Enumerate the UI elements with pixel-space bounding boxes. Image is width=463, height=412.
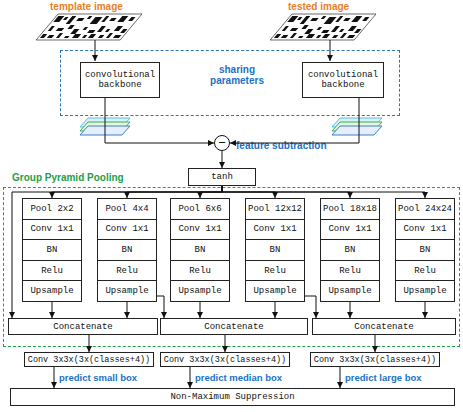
box-label: Concatenate: [353, 322, 414, 332]
layer-label: Pool 4x4: [98, 199, 156, 220]
process-box: Non-Maximum Suppression: [10, 388, 455, 406]
pooling-column: Pool 6x6Conv 1x1BNReluUpsample: [170, 198, 230, 302]
layer-label: BN: [171, 240, 229, 261]
layer-label: Relu: [98, 261, 156, 282]
layer-label: Pool 18x18: [321, 199, 379, 220]
pooling-column: Pool 18x18Conv 1x1BNReluUpsample: [320, 198, 380, 302]
pooling-column: Pool 4x4Conv 1x1BNReluUpsample: [97, 198, 157, 302]
process-box: Concatenate: [312, 318, 456, 335]
flow-arrow: [340, 367, 341, 388]
pooling-column: Pool 12x12Conv 1x1BNReluUpsample: [245, 198, 305, 302]
flow-arrow: [305, 296, 316, 318]
edge-label: predict median box: [195, 372, 282, 383]
flow-arrow: [127, 302, 128, 318]
feature-maps: [80, 118, 130, 135]
circle-shape: [215, 136, 230, 151]
layer-label: Pool 2x2: [23, 199, 81, 220]
tested-image: [270, 14, 376, 40]
layer-label: Conv 1x1: [171, 220, 229, 241]
flow-arrow: [222, 186, 275, 198]
process-box: Concatenate: [160, 318, 308, 335]
layer-label: Pool 12x12: [246, 199, 304, 220]
process-box: convolutional backbone: [302, 62, 384, 98]
box-label: convolutional backbone: [303, 70, 383, 90]
box-label: Conv 3x3x(3x(classes+4)): [163, 355, 287, 365]
process-box: Conv 3x3x(3x(classes+4)): [160, 352, 290, 367]
flow-arrow: [190, 367, 191, 388]
pooling-column: Pool 2x2Conv 1x1BNReluUpsample: [22, 198, 82, 302]
flow-arrow: [275, 302, 276, 318]
layer-label: Pool 24x24: [396, 199, 454, 220]
layer-label: BN: [396, 240, 454, 261]
layer-label: Conv 1x1: [321, 220, 379, 241]
box-label: tanh: [210, 172, 234, 182]
process-box: tanh: [188, 168, 256, 186]
group-heading: Group Pyramid Pooling: [12, 172, 124, 183]
flow-arrow: [222, 151, 223, 168]
flow-arrow: [200, 186, 222, 198]
flow-arrow: [54, 367, 55, 388]
operator-circle: −: [214, 135, 230, 151]
layer-label: BN: [321, 240, 379, 261]
process-box: Concatenate: [8, 318, 158, 335]
flow-arrow: [425, 302, 426, 318]
process-box: convolutional backbone: [80, 62, 160, 98]
edge-label: predict large box: [345, 372, 422, 383]
layer-label: Upsample: [23, 281, 81, 301]
layer-label: Relu: [321, 261, 379, 282]
flow-arrow: [127, 186, 222, 198]
flow-arrow: [200, 302, 201, 318]
layer-label: Relu: [396, 261, 454, 282]
flow-arrow: [89, 335, 90, 352]
layer-label: Relu: [246, 261, 304, 282]
pooling-column: Pool 24x24Conv 1x1BNReluUpsample: [395, 198, 455, 302]
flow-arrow: [52, 302, 53, 318]
layer-label: Upsample: [246, 281, 304, 301]
flow-arrow: [105, 98, 214, 143]
layer-label: Upsample: [171, 281, 229, 301]
pyramid-group-box: Group Pyramid PoolingPool 2x2Conv 1x1BNR…: [3, 187, 460, 347]
layer-label: Upsample: [321, 281, 379, 301]
layer-label: Conv 1x1: [23, 220, 81, 241]
box-label: −: [218, 136, 226, 149]
box-label: Conv 3x3x(3x(classes+4)): [313, 355, 437, 365]
layer-label: Pool 6x6: [171, 199, 229, 220]
flow-arrow: [222, 186, 425, 198]
shared-group-box: sharing parameters convolutional backbone…: [60, 50, 400, 116]
layer-label: Relu: [171, 261, 229, 282]
box-label: Non-Maximum Suppression: [169, 392, 295, 402]
layer-label: Conv 1x1: [396, 220, 454, 241]
feature-maps: [332, 118, 382, 135]
flow-arrow: [222, 186, 350, 198]
flow-arrow: [230, 98, 359, 143]
flow-arrow: [350, 302, 351, 318]
flow-arrow: [225, 335, 226, 352]
flow-arrow: [12, 186, 222, 318]
process-box: Conv 3x3x(3x(classes+4)): [24, 352, 154, 367]
annotation-label: tested image: [288, 1, 349, 12]
flow-arrow: [52, 186, 222, 198]
process-box: Conv 3x3x(3x(classes+4)): [310, 352, 440, 367]
box-label: convolutional backbone: [81, 70, 159, 90]
layer-label: BN: [23, 240, 81, 261]
layer-label: BN: [98, 240, 156, 261]
layer-label: Relu: [23, 261, 81, 282]
box-label: Concatenate: [52, 322, 113, 332]
layer-label: Upsample: [396, 281, 454, 301]
layer-label: Conv 1x1: [98, 220, 156, 241]
group-heading: sharing parameters: [205, 64, 269, 86]
layer-label: Conv 1x1: [246, 220, 304, 241]
flow-arrow: [157, 296, 164, 318]
flow-arrow: [375, 335, 376, 352]
layer-label: Upsample: [98, 281, 156, 301]
edge-label: predict small box: [59, 372, 137, 383]
template-image: [36, 14, 142, 40]
layer-label: BN: [246, 240, 304, 261]
box-label: Conv 3x3x(3x(classes+4)): [27, 355, 151, 365]
annotation-label: template image: [50, 1, 123, 12]
annotation-label: feature subtraction: [236, 140, 327, 151]
box-label: Concatenate: [203, 322, 264, 332]
